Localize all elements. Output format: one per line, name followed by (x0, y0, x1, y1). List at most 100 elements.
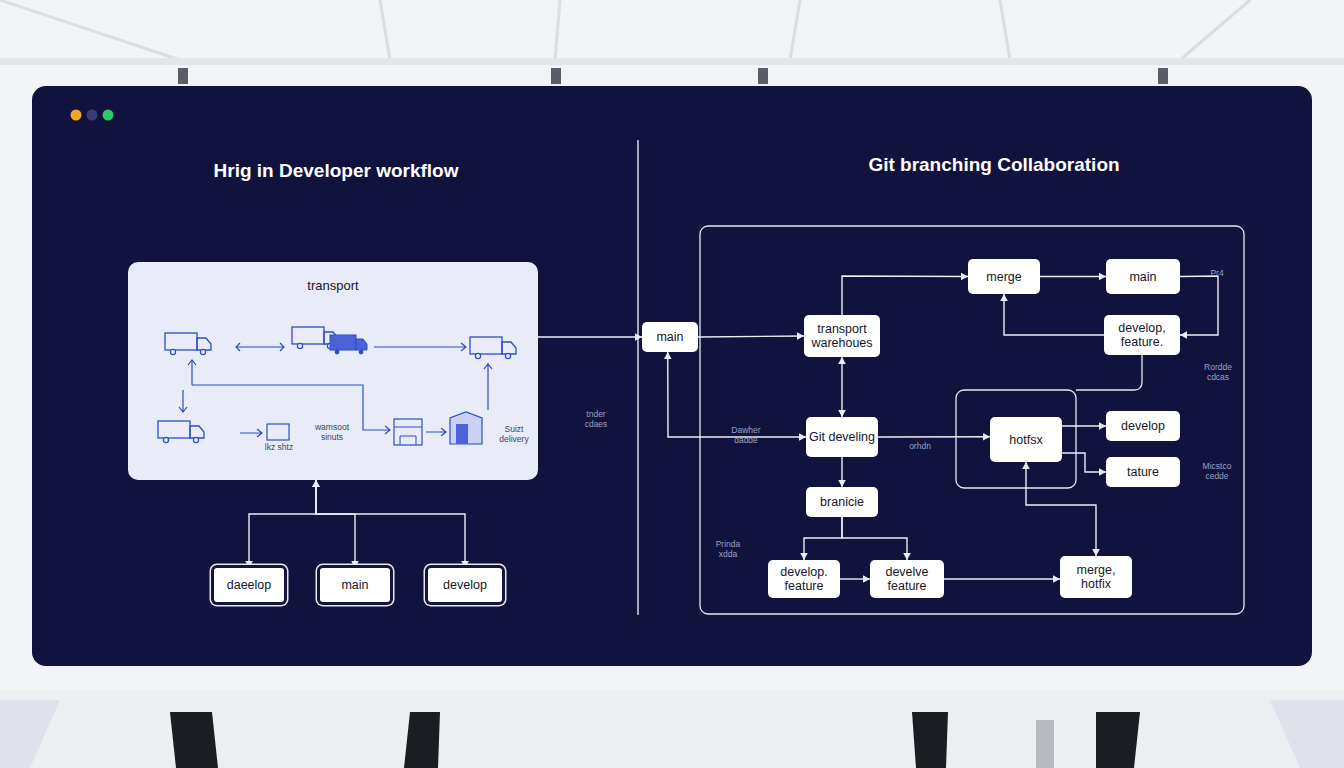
connector (1040, 273, 1106, 281)
arrow-head (461, 561, 469, 568)
illustration-text: Suizt delivery (490, 424, 538, 444)
desk-item (1036, 720, 1054, 768)
arrow-head (838, 480, 846, 487)
connector-line (878, 436, 990, 438)
arrow-head (1099, 273, 1106, 281)
connector-line (1062, 453, 1106, 472)
window-dot (87, 110, 98, 121)
connector (842, 273, 968, 315)
process-box: hotfsx (990, 417, 1062, 462)
connector (698, 332, 804, 340)
note-text: Pr4 (1204, 268, 1230, 278)
ceiling-fixture (758, 68, 768, 84)
chair (1270, 700, 1344, 768)
branch-box: develop (428, 568, 502, 602)
connector (312, 480, 469, 568)
node-text: develop (443, 578, 487, 592)
arrow-head (1092, 549, 1100, 556)
connector (838, 457, 846, 487)
node-text: main (341, 578, 368, 592)
connector-line (841, 357, 842, 417)
connector (878, 433, 990, 441)
connector-line (1004, 294, 1104, 335)
arrow-head (1099, 422, 1106, 430)
arrow-head (1099, 468, 1106, 476)
branch-frame (700, 226, 1244, 614)
diagram-title: Hrig in Developer workflow (214, 160, 459, 182)
connector (245, 480, 320, 568)
node-text: daeelop (227, 578, 272, 592)
branch-box: main (1106, 259, 1180, 294)
window-dot (71, 110, 82, 121)
node-text: tature (1127, 465, 1159, 479)
node-text: Git develing (809, 430, 875, 444)
floor (0, 690, 1344, 768)
arrow-head (797, 332, 804, 340)
connector-line (1180, 276, 1218, 335)
node-text: main (1129, 270, 1156, 284)
node-text: develop, feature. (1107, 321, 1177, 349)
note-text: Micstco cedde (1194, 461, 1240, 481)
ceiling-rail (0, 58, 1344, 65)
arrow-head (983, 433, 990, 441)
connector-line (841, 457, 842, 487)
connector-line (840, 578, 870, 579)
connector (944, 575, 1060, 583)
ceiling-beams (0, 0, 1250, 60)
connector (312, 480, 359, 568)
arrow-head (1022, 462, 1030, 469)
chair (0, 700, 60, 768)
illustration-panel: transport (128, 262, 538, 480)
connector-line (1062, 425, 1106, 426)
monitor (404, 712, 440, 768)
process-box: transport warehoues (804, 315, 880, 357)
connector-line (804, 517, 842, 560)
process-box: develve feature (870, 560, 944, 598)
branch-box: tature (1106, 457, 1180, 487)
connector-line (316, 480, 465, 568)
arrow-head (800, 553, 808, 560)
connector-line (316, 480, 355, 568)
connector (800, 517, 842, 560)
connector (1062, 453, 1106, 476)
connector-line (944, 578, 1060, 579)
connector (838, 357, 846, 417)
arrow-head (1180, 331, 1187, 339)
arrow-head (863, 575, 870, 583)
connector-line (1040, 276, 1106, 277)
hotfix-group (956, 390, 1076, 488)
connector-line (842, 276, 968, 315)
note-text: Prinda xdda (706, 539, 750, 559)
branch-box: main (642, 322, 698, 352)
branch-box: main (320, 568, 390, 602)
node-text: develve feature (873, 565, 941, 593)
process-box: merge (968, 259, 1040, 294)
note-text: Rordde cdcas (1196, 362, 1240, 382)
connector-line (842, 517, 907, 560)
arrow-head (245, 561, 253, 568)
connector (840, 575, 870, 583)
window-dot (103, 110, 114, 121)
process-box: branicie (806, 487, 878, 517)
arrow-head (838, 357, 846, 364)
node-text: transport (307, 279, 358, 293)
connector (1000, 294, 1104, 335)
monitor (170, 712, 218, 768)
connector-line (249, 480, 316, 568)
arrow-head (1053, 575, 1060, 583)
node-text: merge, hotfix (1063, 563, 1129, 591)
branch-box: develop (1106, 411, 1180, 441)
group-link (1076, 355, 1142, 390)
process-box: merge, hotfix (1060, 556, 1132, 598)
connector (1062, 422, 1106, 430)
node-text: branicie (820, 495, 864, 509)
process-box: Git develing (806, 417, 878, 457)
divider (637, 140, 638, 615)
connector (1022, 462, 1100, 556)
arrow-head (312, 480, 320, 487)
connector-line (698, 336, 804, 337)
ceiling-fixture (1158, 68, 1168, 84)
node-text: main (656, 330, 683, 344)
